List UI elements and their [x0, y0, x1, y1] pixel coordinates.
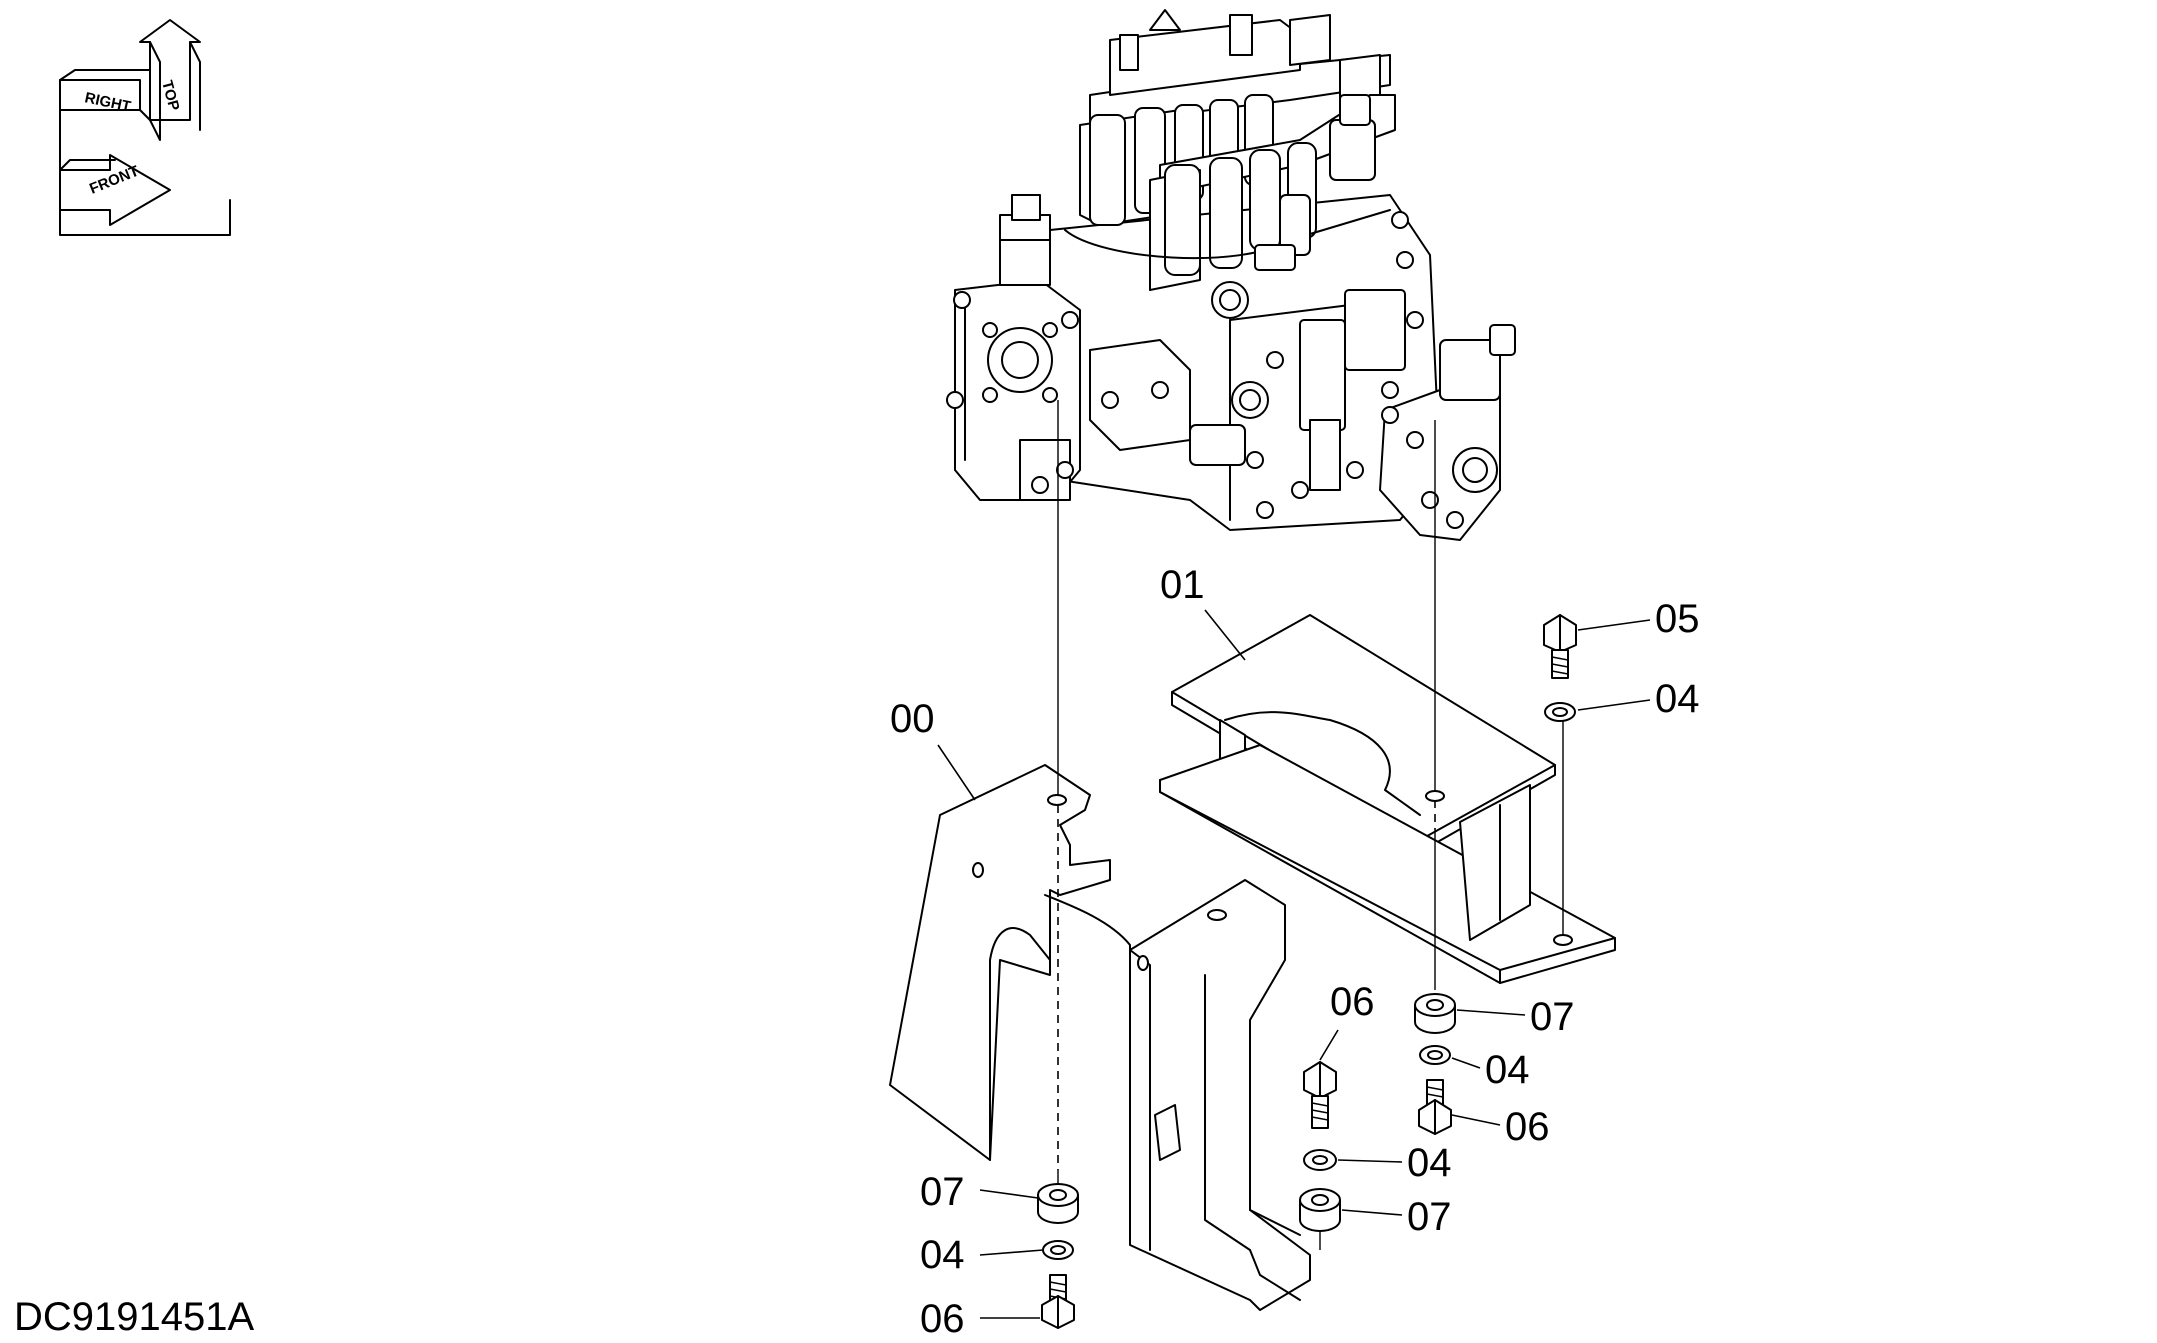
bracket-01	[1159, 614, 1616, 984]
callout-07-middle: 07	[1407, 1195, 1452, 1239]
washer-04-top	[1544, 702, 1576, 722]
callout-07-left: 07	[920, 1170, 965, 1214]
callout-04-top: 04	[1655, 677, 1700, 721]
orientation-icon: TOP RIGHT FRONT	[59, 19, 231, 236]
callout-07-right: 07	[1530, 995, 1575, 1039]
bolt-05	[1543, 614, 1577, 679]
callout-04-middle: 04	[1407, 1141, 1452, 1185]
washer-04-right	[1419, 1045, 1451, 1065]
callout-06-middle: 06	[1330, 980, 1375, 1024]
callout-05: 05	[1655, 597, 1700, 641]
callout-01: 01	[1160, 563, 1205, 607]
bolt-06-right	[1418, 1079, 1452, 1135]
callout-06-left: 06	[920, 1297, 965, 1341]
spacer-07-left	[1037, 1183, 1079, 1224]
spacer-07-right	[1414, 993, 1456, 1034]
control-valve	[946, 9, 1516, 541]
callout-labels: 00 01 05 04 06 07 04 06 04 07 07 04 06	[890, 563, 1700, 1341]
bolt-06-middle	[1303, 1061, 1337, 1129]
washer-04-left	[1042, 1240, 1074, 1260]
leader-lines	[937, 609, 1651, 1319]
callout-04-left: 04	[920, 1233, 965, 1277]
drawing-code: DC9191451A	[14, 1295, 254, 1339]
callout-06-right: 06	[1505, 1105, 1550, 1149]
bolt-06-left	[1041, 1274, 1075, 1329]
callout-04-right: 04	[1485, 1048, 1530, 1092]
spacer-07-middle	[1299, 1188, 1341, 1232]
bracket-00	[889, 764, 1311, 1311]
callout-00: 00	[890, 697, 935, 741]
alignment-lines	[1057, 400, 1564, 1250]
washer-04-middle	[1303, 1149, 1337, 1171]
